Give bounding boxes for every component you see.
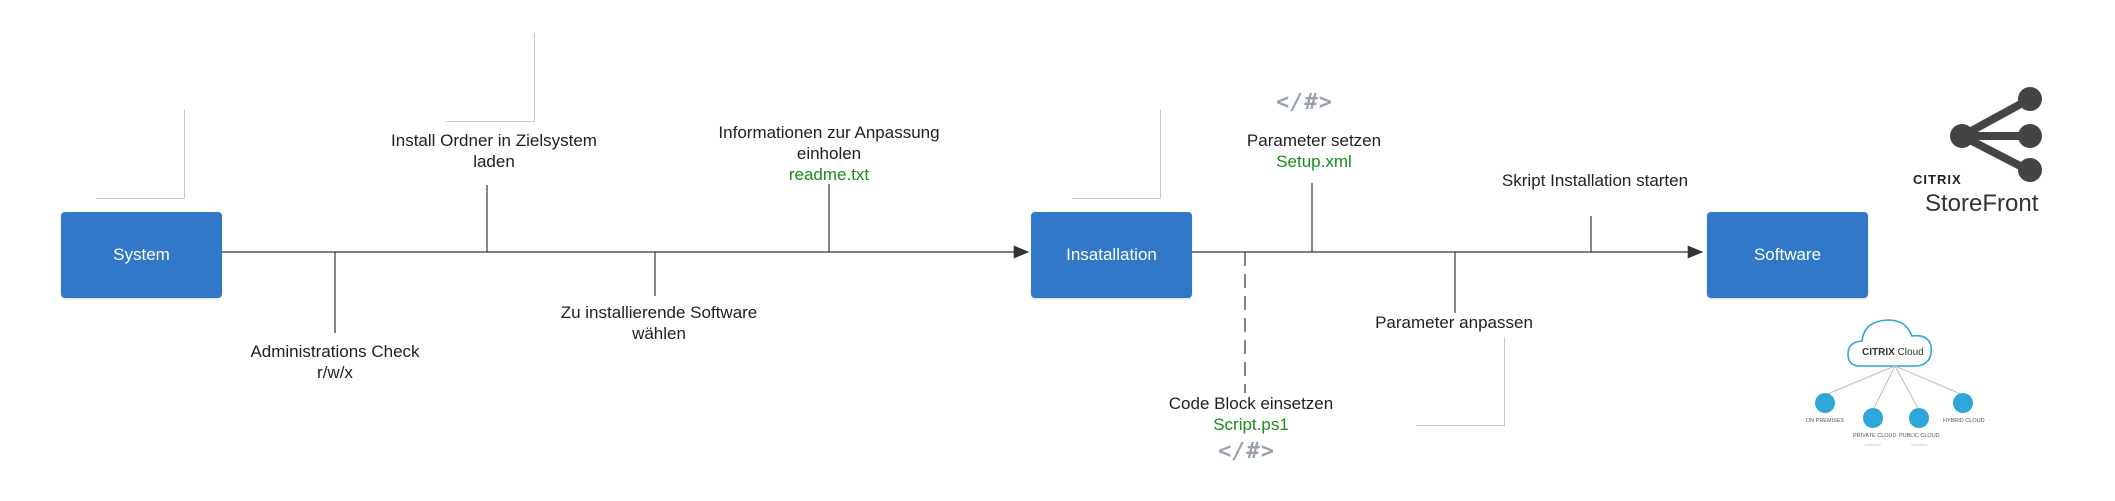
cloud-item-private-cloud: PRIVATE CLOUD — [1853, 433, 1897, 439]
label-code-block: Code Block einsetzen Script.ps1 — [1146, 393, 1356, 435]
label-software-waehlen-line1: Zu installierende Software — [560, 303, 758, 322]
label-informationen-line2: einholen — [796, 144, 862, 163]
node-installation[interactable]: Insatallation — [1031, 212, 1192, 298]
label-software-waehlen-line2: wählen — [632, 324, 686, 343]
label-install-ordner: Install Ordner in Zielsystem laden — [364, 130, 624, 172]
citrix-cloud-icon — [1815, 319, 1973, 446]
icon-card-parameter-anpassen — [1416, 337, 1505, 426]
icon-card-system — [96, 110, 185, 199]
cloud-item-public-cloud: PUBLIC CLOUD — [1899, 433, 1940, 439]
label-parameter-setzen-file: Setup.xml — [1276, 152, 1352, 171]
citrix-cloud-title: CITRIX Cloud — [1862, 347, 1924, 358]
label-admin-check-line1: Administrations Check — [250, 342, 420, 361]
citrix-cloud-brand: CITRIX — [1862, 347, 1895, 358]
label-parameter-anpassen: Parameter anpassen — [1356, 312, 1552, 333]
code-symbol-parameter-setzen: </#> — [1276, 90, 1333, 115]
label-install-ordner-line1: Install Ordner in Zielsystem — [391, 131, 597, 150]
label-code-block-file: Script.ps1 — [1213, 415, 1289, 434]
label-admin-check: Administrations Check r/w/x — [235, 341, 435, 383]
label-parameter-anpassen-line1: Parameter anpassen — [1375, 313, 1533, 332]
label-parameter-setzen: Parameter setzen Setup.xml — [1220, 130, 1408, 172]
label-install-ordner-line2: laden — [473, 152, 515, 171]
cloud-item-on-premises: ON PREMISES — [1805, 418, 1845, 424]
node-system[interactable]: System — [61, 212, 222, 298]
citrix-logo-text: CITRIX — [1913, 172, 1962, 187]
code-symbol-code-block: </#> — [1218, 439, 1275, 464]
share-icon — [1950, 87, 2042, 182]
icon-card-installation — [1072, 110, 1161, 199]
label-software-waehlen: Zu installierende Software wählen — [534, 302, 784, 344]
icon-card-install-ordner — [446, 33, 535, 122]
cloud-item-hybrid-cloud: HYBRID CLOUD — [1943, 418, 1985, 424]
label-admin-check-line2: r/w/x — [317, 363, 353, 382]
label-skript-starten-line1: Skript Installation starten — [1501, 171, 1689, 190]
label-informationen: Informationen zur Anpassung einholen rea… — [698, 122, 960, 185]
label-parameter-setzen-line1: Parameter setzen — [1246, 131, 1382, 150]
label-code-block-line1: Code Block einsetzen — [1168, 394, 1334, 413]
label-informationen-line1: Informationen zur Anpassung — [718, 123, 940, 142]
storefront-logo-text: StoreFront — [1925, 190, 2039, 217]
label-informationen-file: readme.txt — [788, 165, 870, 184]
label-skript-starten: Skript Installation starten — [1480, 170, 1710, 191]
node-software[interactable]: Software — [1707, 212, 1868, 298]
citrix-cloud-label: Cloud — [1897, 347, 1924, 358]
